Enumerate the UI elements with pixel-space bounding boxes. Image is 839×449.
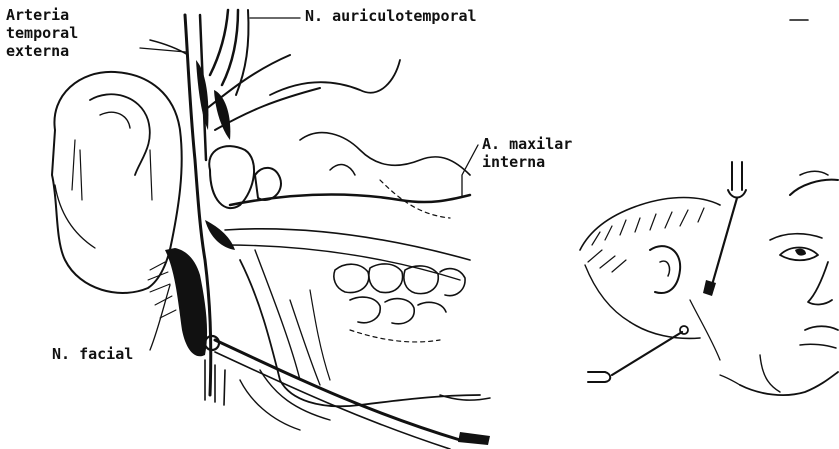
label-n-facial: N. facial — [52, 345, 133, 363]
instrument-probe — [215, 340, 460, 440]
face-profile — [790, 180, 838, 195]
label-arteria-line-3: externa — [6, 42, 78, 60]
lower-instrument — [612, 332, 682, 375]
upper-instrument — [728, 162, 746, 198]
patient-nose — [808, 262, 832, 304]
parotid-shading — [165, 248, 207, 356]
hair — [580, 198, 720, 251]
label-arteria-line-1: Arteria — [6, 6, 78, 24]
condyle — [209, 146, 254, 208]
label-a-maxilar-interna: A. maxilar interna — [482, 135, 572, 171]
dissection-drawing — [52, 10, 490, 449]
label-maxilar-line-2: interna — [482, 153, 572, 171]
ear-inner — [90, 94, 150, 175]
label-arteria-line-2: temporal — [6, 24, 78, 42]
patient-chin — [740, 372, 838, 395]
patient-drawing — [580, 20, 838, 395]
leader-maxilar — [462, 145, 478, 197]
label-n-auriculotemporal: N. auriculotemporal — [305, 7, 477, 25]
teeth — [334, 264, 465, 324]
label-maxilar-line-1: A. maxilar — [482, 135, 572, 153]
label-arteria-temporal-externa: Arteria temporal externa — [6, 6, 78, 60]
patient-ear — [650, 246, 680, 293]
ear-outline — [52, 72, 182, 293]
maxillary-artery — [230, 195, 470, 205]
patient-mouth — [805, 326, 838, 330]
